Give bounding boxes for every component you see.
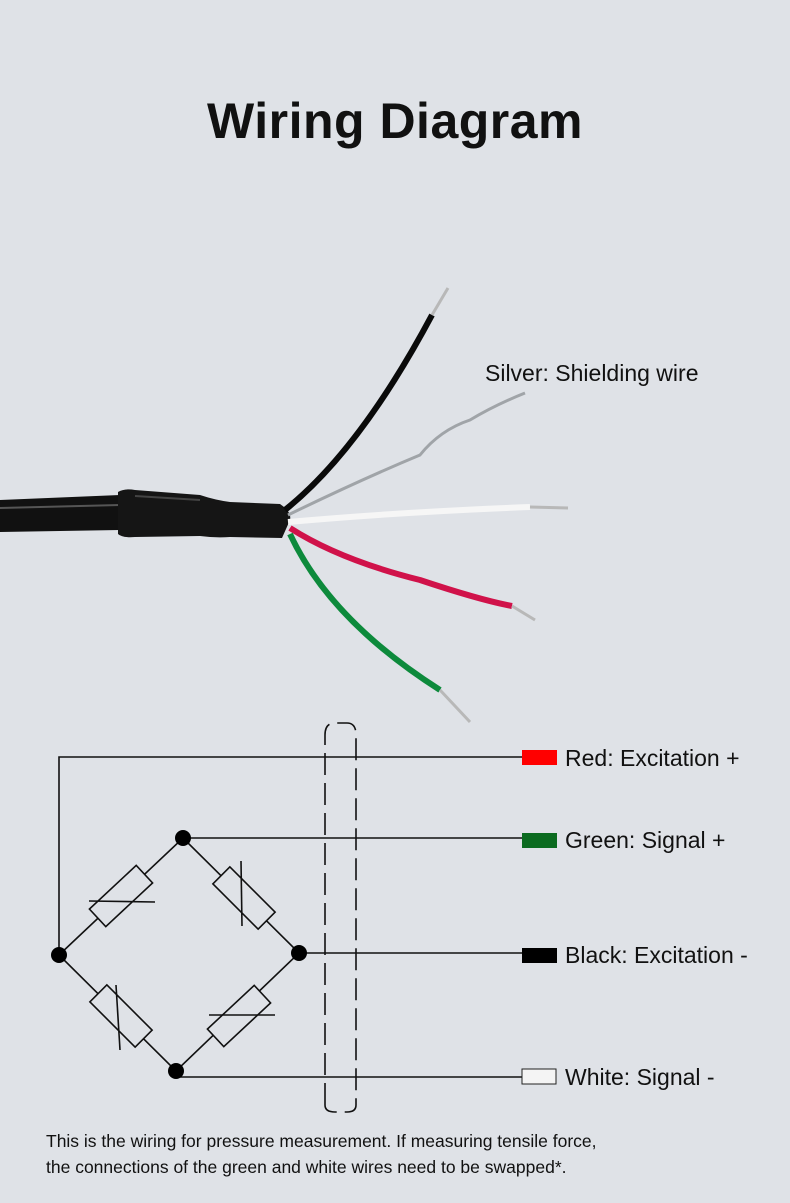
wiring-note: This is the wiring for pressure measurem…	[46, 1128, 597, 1180]
green-wire-label: Green: Signal +	[565, 827, 726, 853]
shield-outline	[324, 722, 357, 1113]
white-wire-label: White: Signal -	[565, 1064, 715, 1090]
red-wire	[288, 525, 513, 609]
strain-gauge-2	[211, 865, 277, 931]
node-bottom	[168, 1063, 184, 1079]
silver-wire	[287, 391, 526, 517]
black-wire	[283, 313, 435, 513]
note-line-1: This is the wiring for pressure measurem…	[46, 1131, 597, 1151]
white-line	[175, 1071, 522, 1078]
cable-jacket	[0, 495, 120, 532]
note-line-2: the connections of the green and white w…	[46, 1157, 567, 1177]
strain-gauge-1	[88, 864, 154, 928]
strain-gauge-3	[88, 983, 154, 1049]
white-wire	[287, 504, 531, 525]
green-swatch	[522, 833, 557, 848]
black-swatch	[522, 948, 557, 963]
shielding-wire-label: Silver: Shielding wire	[485, 360, 699, 386]
node-right	[291, 945, 307, 961]
page-title: Wiring Diagram	[206, 93, 584, 149]
node-top	[175, 830, 191, 846]
heat-shrink	[118, 489, 291, 538]
red-wire-label: Red: Excitation +	[565, 745, 740, 771]
node-left	[51, 947, 67, 963]
red-line	[58, 756, 522, 955]
green-wire	[287, 532, 442, 693]
strain-gauge-4	[206, 984, 272, 1048]
black-wire-label: Black: Excitation -	[565, 942, 748, 968]
red-swatch	[522, 750, 557, 765]
white-swatch	[521, 1068, 557, 1085]
